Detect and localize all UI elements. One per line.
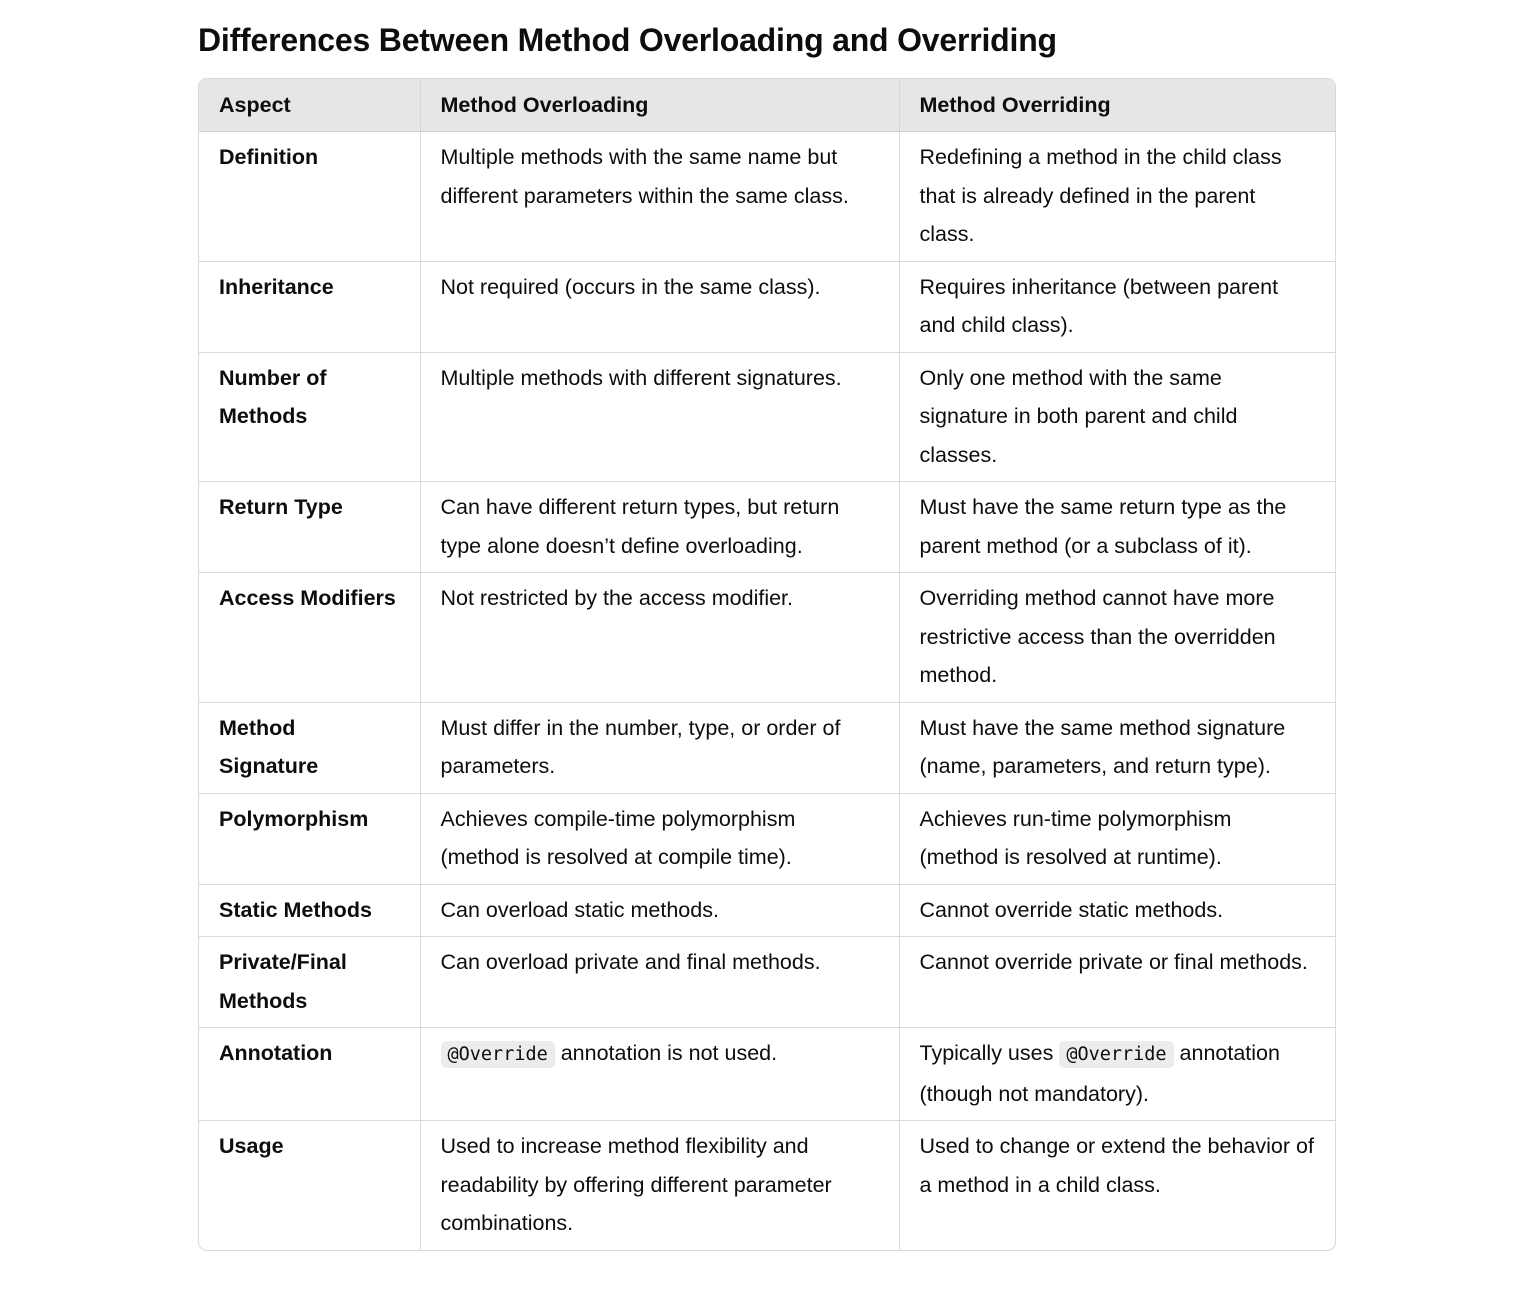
table-header-row: Aspect Method Overloading Method Overrid…: [199, 79, 1335, 132]
table-row: Static Methods Can overload static metho…: [199, 883, 1335, 937]
overloading-cell: Can overload static methods.: [419, 883, 899, 937]
aspect-cell: Method Signature: [199, 701, 420, 793]
table-row: Method Signature Must differ in the numb…: [199, 701, 1335, 793]
overriding-cell: Redefining a method in the child class t…: [898, 131, 1335, 261]
overriding-cell: Requires inheritance (between parent and…: [898, 260, 1335, 352]
overriding-cell: Cannot override private or final methods…: [898, 936, 1335, 1028]
aspect-cell: Number of Methods: [199, 351, 420, 482]
table-row: Usage Used to increase method flexibilit…: [199, 1120, 1335, 1250]
overloading-cell: Must differ in the number, type, or orde…: [419, 701, 899, 793]
aspect-cell: Annotation: [199, 1027, 420, 1121]
overloading-cell: Achieves compile-time polymorphism (meth…: [419, 792, 899, 884]
comparison-table-container: Aspect Method Overloading Method Overrid…: [198, 78, 1336, 1251]
overloading-cell: Multiple methods with different signatur…: [419, 351, 899, 482]
overriding-cell: Cannot override static methods.: [898, 883, 1335, 937]
aspect-cell: Return Type: [199, 481, 420, 573]
overriding-cell: Must have the same return type as the pa…: [898, 481, 1335, 573]
table-row: Annotation @Override annotation is not u…: [199, 1027, 1335, 1121]
inline-code: @Override: [440, 1041, 555, 1068]
aspect-cell: Access Modifiers: [199, 572, 420, 702]
overriding-cell: Achieves run-time polymorphism (method i…: [898, 792, 1335, 884]
overriding-cell: Used to change or extend the behavior of…: [898, 1120, 1335, 1250]
overriding-cell: Must have the same method signature (nam…: [898, 701, 1335, 793]
table-row: Access Modifiers Not restricted by the a…: [199, 572, 1335, 702]
overriding-cell: Typically uses @Override annotation (tho…: [898, 1027, 1335, 1121]
overloading-cell: Not restricted by the access modifier.: [419, 572, 899, 702]
aspect-cell: Usage: [199, 1120, 420, 1250]
table-row: Number of Methods Multiple methods with …: [199, 351, 1335, 482]
aspect-cell: Private/Final Methods: [199, 936, 420, 1028]
overloading-cell: Can have different return types, but ret…: [419, 481, 899, 573]
aspect-cell: Polymorphism: [199, 792, 420, 884]
aspect-cell: Static Methods: [199, 883, 420, 937]
overloading-cell: Not required (occurs in the same class).: [419, 260, 899, 352]
comparison-table: Aspect Method Overloading Method Overrid…: [199, 79, 1335, 1250]
overloading-cell: @Override annotation is not used.: [419, 1027, 899, 1121]
table-row: Private/Final Methods Can overload priva…: [199, 936, 1335, 1028]
overloading-cell: Can overload private and final methods.: [419, 936, 899, 1028]
header-method-overloading: Method Overloading: [419, 79, 899, 132]
table-row: Inheritance Not required (occurs in the …: [199, 260, 1335, 352]
cell-text: annotation (though not mandatory).: [919, 1041, 1280, 1106]
header-aspect: Aspect: [199, 79, 420, 132]
table-row: Polymorphism Achieves compile-time polym…: [199, 792, 1335, 884]
overriding-cell: Only one method with the same signature …: [898, 351, 1335, 482]
cell-text: Typically uses: [919, 1041, 1060, 1065]
table-row: Return Type Can have different return ty…: [199, 481, 1335, 573]
inline-code: @Override: [1059, 1041, 1174, 1068]
cell-text: annotation is not used.: [554, 1041, 778, 1065]
page-title: Differences Between Method Overloading a…: [198, 22, 1057, 58]
overriding-cell: Overriding method cannot have more restr…: [898, 572, 1335, 702]
aspect-cell: Definition: [219, 145, 319, 169]
overloading-cell: Used to increase method flexibility and …: [419, 1120, 899, 1250]
aspect-cell: Inheritance: [199, 260, 420, 352]
table-row: Definition Multiple methods with the sam…: [199, 131, 1335, 261]
overloading-cell: Multiple methods with the same name but …: [419, 131, 899, 261]
header-method-overriding: Method Overriding: [898, 79, 1335, 132]
